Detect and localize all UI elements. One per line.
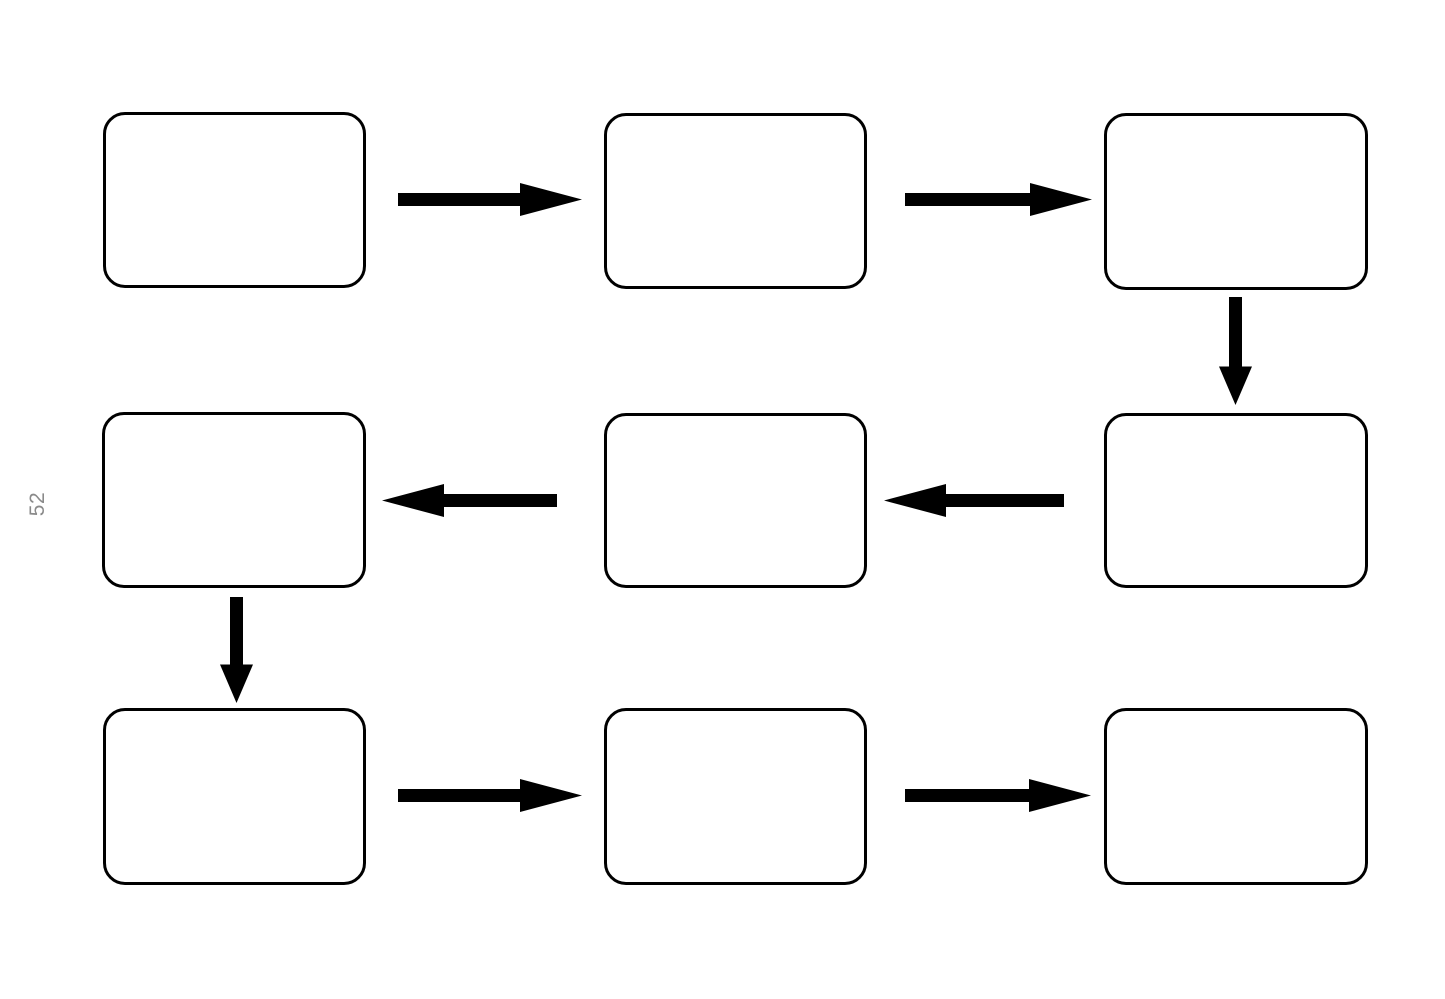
flowchart-arrow-down xyxy=(220,597,253,703)
page-number: 52 xyxy=(26,491,49,517)
flowchart-node-label xyxy=(1107,711,1365,882)
flowchart-arrow-right xyxy=(905,183,1092,216)
flowchart-arrow-right xyxy=(905,779,1091,812)
flowchart-node-label xyxy=(105,415,363,585)
flowchart-node[interactable] xyxy=(604,113,867,289)
flowchart-arrow-right xyxy=(398,779,582,812)
flowchart-arrow-right xyxy=(398,183,582,216)
flowchart-node-label xyxy=(607,116,864,286)
flowchart-node-label xyxy=(106,711,363,882)
flowchart-node[interactable] xyxy=(103,708,366,885)
flowchart-node[interactable] xyxy=(604,708,867,885)
flowchart-node[interactable] xyxy=(1104,708,1368,885)
flowchart-node-label xyxy=(607,416,864,585)
flowchart-node[interactable] xyxy=(1104,413,1368,588)
flowchart-node-label xyxy=(106,115,363,285)
flowchart-arrow-down xyxy=(1219,297,1252,405)
flowchart-node[interactable] xyxy=(102,412,366,588)
flowchart-node-label xyxy=(1107,416,1365,585)
flowchart-arrow-left xyxy=(884,484,1064,517)
flowchart-node[interactable] xyxy=(1104,113,1368,290)
flowchart-arrow-left xyxy=(382,484,557,517)
flowchart-node[interactable] xyxy=(103,112,366,288)
flowchart-node-label xyxy=(1107,116,1365,287)
flowchart-node[interactable] xyxy=(604,413,867,588)
flowchart-node-label xyxy=(607,711,864,882)
